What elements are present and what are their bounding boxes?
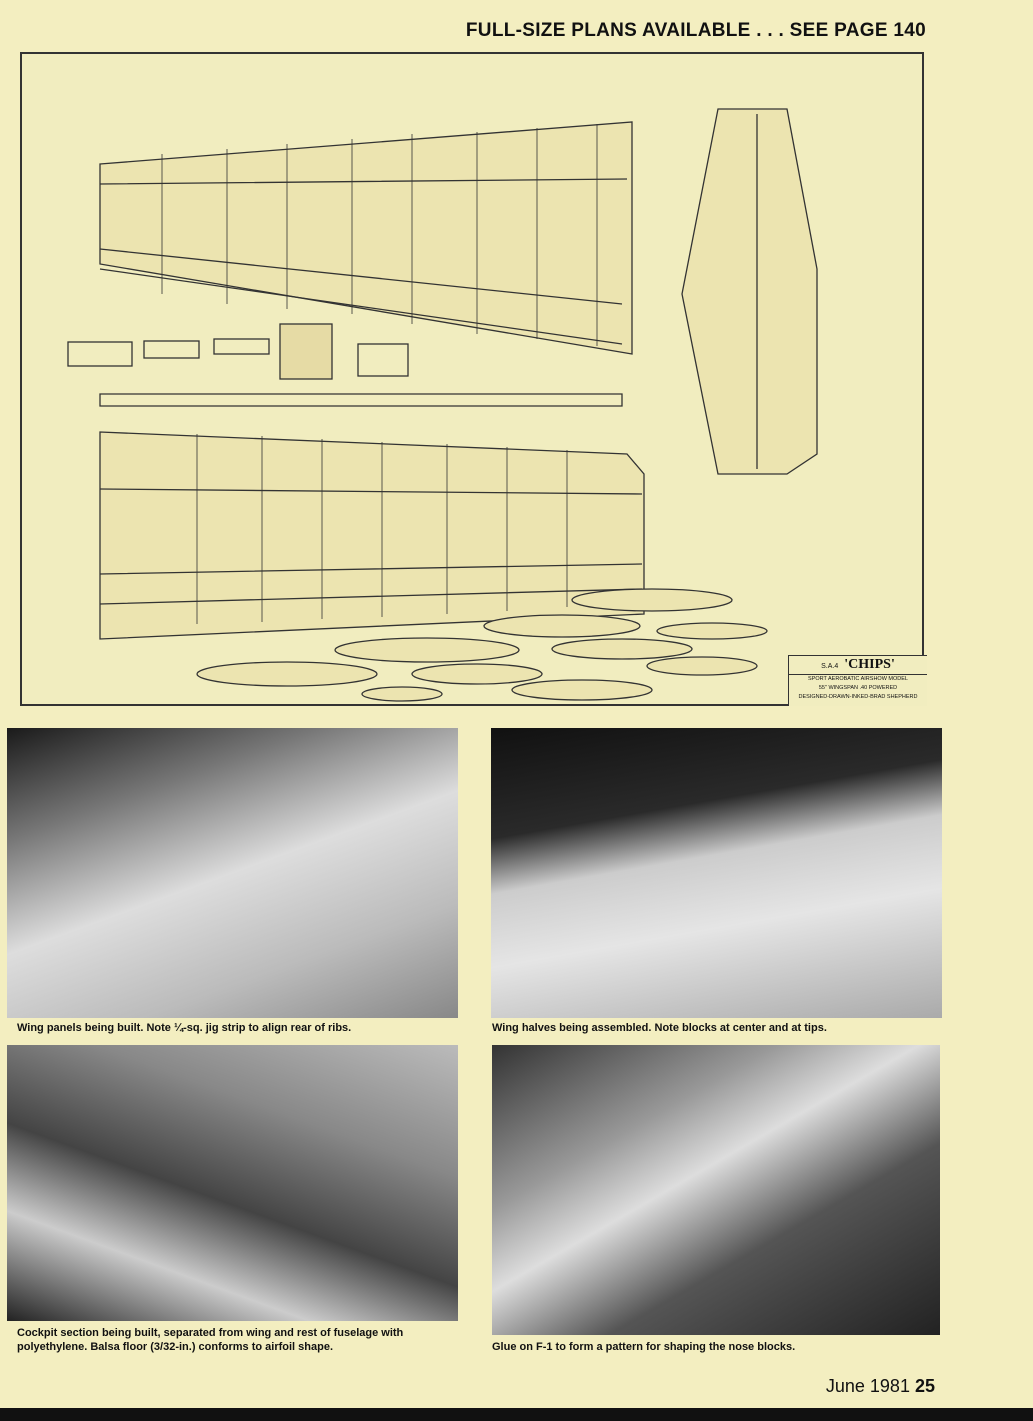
model-name: 'CHIPS' [844,657,895,672]
scan-edge [0,1408,1033,1421]
caption-wing-halves: Wing halves being assembled. Note blocks… [492,1022,827,1034]
photo-wing-halves [491,728,942,1018]
wing-plan-illustration [67,108,818,702]
page-footer: June 1981 25 [826,1376,935,1397]
caption-cockpit: Cockpit section being built, separated f… [17,1327,404,1353]
title-line-1: SPORT AEROBATIC AIRSHOW MODEL [808,676,908,682]
plans-available-header: FULL-SIZE PLANS AVAILABLE . . . SEE PAGE… [465,20,926,41]
title-line-3: DESIGNED-DRAWN-INKED-BRAD SHEPHERD [798,694,918,700]
page-number: 25 [914,1376,935,1396]
caption-wing-panels: Wing panels being built. Note ¼-sq. jig … [17,1022,352,1034]
caption-nose-blocks: Glue on F-1 to form a pattern for shapin… [492,1341,796,1353]
title-block: S.A.4 'CHIPS' SPORT AEROBATIC AIRSHOW MOD… [788,655,927,706]
model-code: S.A.4 [821,663,839,670]
issue-date: June 1981 [825,1376,910,1396]
photo-wing-panels [7,728,458,1018]
photo-cockpit [7,1045,458,1321]
photo-nose-blocks [492,1045,940,1335]
plan-drawing: S.A.4 'CHIPS' SPORT AEROBATIC AIRSHOW MOD… [20,52,927,706]
title-line-2: 55" WINGSPAN .40 POWERED [818,685,898,691]
